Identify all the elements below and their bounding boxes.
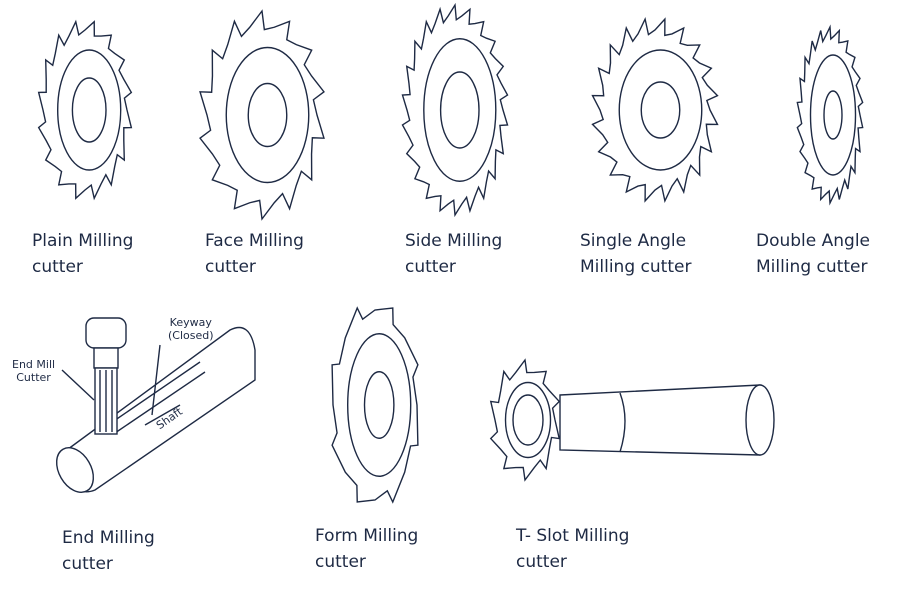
t-slot-cutter-head-drawing (489, 358, 561, 482)
form-milling-cutter-drawing (331, 306, 419, 504)
end-mill-illustration (55, 317, 256, 493)
side-milling-cutter-label: Side Milling cutter (405, 231, 503, 277)
face-milling-cutter-drawing (199, 9, 325, 221)
plain-milling-cutter-drawing (37, 19, 133, 201)
keyway-callout: Keyway (Closed) (168, 316, 214, 342)
plain-milling-cutter-label: Plain Milling cutter (32, 231, 134, 277)
end-milling-cutter-label: End Milling cutter (62, 528, 155, 574)
end-mill-cutter-callout: End Mill Cutter (12, 358, 56, 384)
form-milling-cutter-label: Form Milling cutter (315, 526, 419, 572)
double-angle-milling-cutter-drawing (796, 24, 864, 206)
t-slot-milling-cutter-label: T- Slot Milling cutter (516, 526, 630, 572)
double-angle-milling-cutter-label: Double Angle Milling cutter (756, 231, 871, 277)
t-slot-illustration (559, 384, 775, 456)
single-angle-milling-cutter-drawing (591, 16, 719, 204)
single-angle-milling-cutter-label: Single Angle Milling cutter (580, 231, 692, 277)
side-milling-cutter-drawing (401, 2, 509, 218)
face-milling-cutter-label: Face Milling cutter (205, 231, 304, 277)
